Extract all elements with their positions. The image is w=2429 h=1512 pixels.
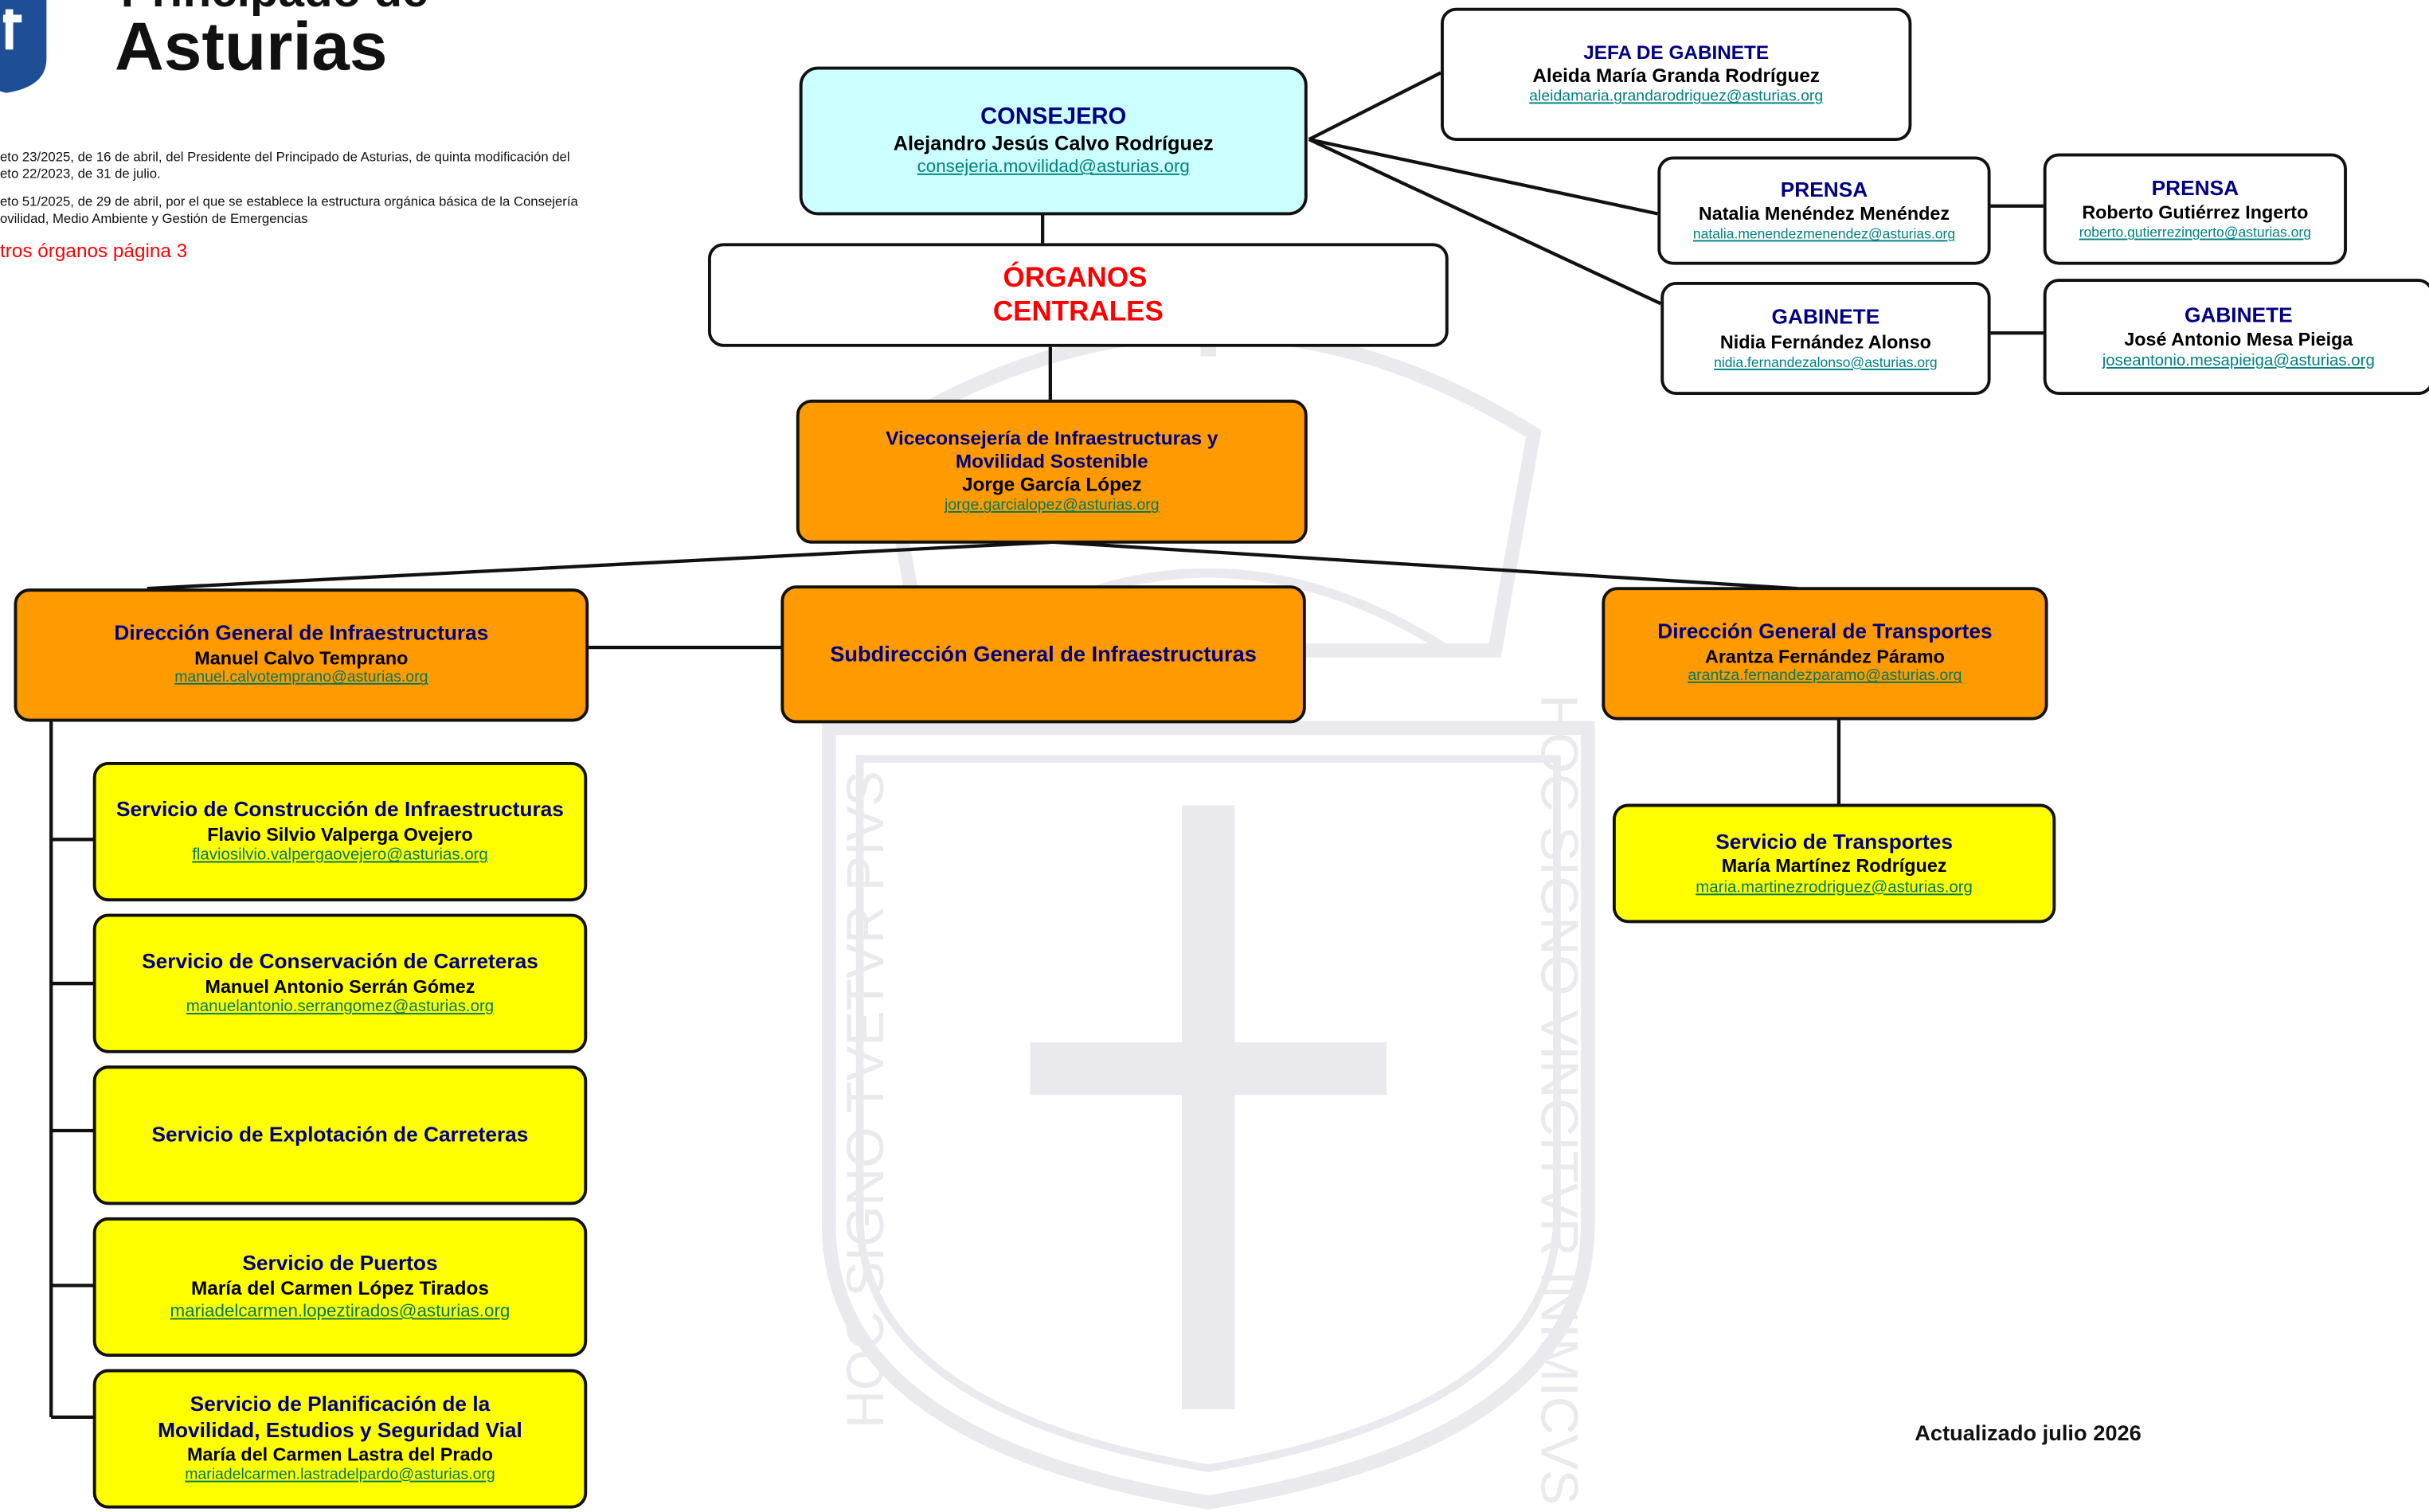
jefa-gabinete-email-link[interactable]: aleidamaria.grandarodriguez@asturias.org [1529,88,1824,106]
consejero-email-link[interactable]: consejeria.movilidad@asturias.org [917,158,1190,177]
servicio-conservacion-email-link[interactable]: manuelantonio.serrangomez@asturias.org [186,997,495,1017]
servicio-explotacion-box: Servicio de Explotación de Carreteras [92,1065,588,1205]
logo: Principado de Asturias [0,0,480,93]
viceconsejeria-email-link[interactable]: jorge.garcialopez@asturias.org [945,497,1160,515]
updated-date: Actualizado julio 2026 [1915,1420,2142,1445]
servicio-planificacion-box: Servicio de Planificación de la Movilida… [92,1369,588,1509]
servicio-conservacion-box: Servicio de Conservación de Carreteras M… [92,913,588,1053]
viceconsejeria-box: Viceconsejería de Infraestructuras y Mov… [796,399,1308,544]
gabinete-1-email-link[interactable]: nidia.fernandezalonso@asturias.org [1714,354,1938,370]
jefa-gabinete-box: JEFA DE GABINETE Aleida María Granda Rod… [1441,7,1912,142]
prensa-1-email-link[interactable]: natalia.menendezmenendez@asturias.org [1692,226,1956,242]
servicio-planificacion-email-link[interactable]: mariadelcarmen.lastradelpardo@asturias.o… [185,1466,495,1483]
servicio-transportes-email-link[interactable]: maria.martinezrodriguez@asturias.org [1696,877,1973,897]
prensa-2-box: PRENSA Roberto Gutiérrez Ingerto roberto… [2043,153,2347,265]
decree-text-1: eto 23/2025, de 16 de abril, del Preside… [0,148,570,182]
dg-infraestructuras-email-link[interactable]: manuel.calvotemprano@asturias.org [174,670,428,687]
prensa-1-box: PRENSA Natalia Menéndez Menéndez natalia… [1657,156,1991,265]
prensa-2-email-link[interactable]: roberto.gutierrezingerto@asturias.org [2079,225,2311,240]
dg-infraestructuras-box: Dirección General de Infraestructuras Ma… [14,588,589,722]
gabinete-2-box: GABINETE José Antonio Mesa Pieiga josean… [2043,279,2429,396]
organos-centrales-box: ÓRGANOS CENTRALES [707,243,1449,347]
servicio-construccion-email-link[interactable]: flaviosilvio.valpergaovejero@asturias.or… [192,846,488,865]
servicio-transportes-box: Servicio de Transportes María Martínez R… [1612,803,2056,924]
servicio-construccion-box: Servicio de Construcción de Infraestruct… [92,762,588,902]
other-organs-link[interactable]: tros órganos página 3 [0,240,188,262]
consejero-box: CONSEJERO Alejandro Jesús Calvo Rodrígue… [799,66,1308,216]
subdireccion-box: Subdirección General de Infraestructuras [780,585,1306,724]
servicio-puertos-box: Servicio de Puertos María del Carmen Lóp… [92,1217,588,1357]
logo-line1: Principado de [121,0,428,18]
dg-transportes-box: Dirección General de Transportes Arantza… [1602,587,2048,721]
logo-line2: Asturias [114,9,388,85]
asturias-emblem-icon [0,0,47,93]
gabinete-2-email-link[interactable]: joseantonio.mesapieiga@asturias.org [2102,350,2375,370]
servicio-puertos-email-link[interactable]: mariadelcarmen.lopeztirados@asturias.org [170,1302,510,1321]
dg-transportes-email-link[interactable]: arantza.fernandezparamo@asturias.org [1688,668,1962,686]
decree-text-2: eto 51/2025, de 29 de abril, por el que … [0,193,578,227]
gabinete-1-box: GABINETE Nidia Fernández Alonso nidia.fe… [1660,282,1991,396]
